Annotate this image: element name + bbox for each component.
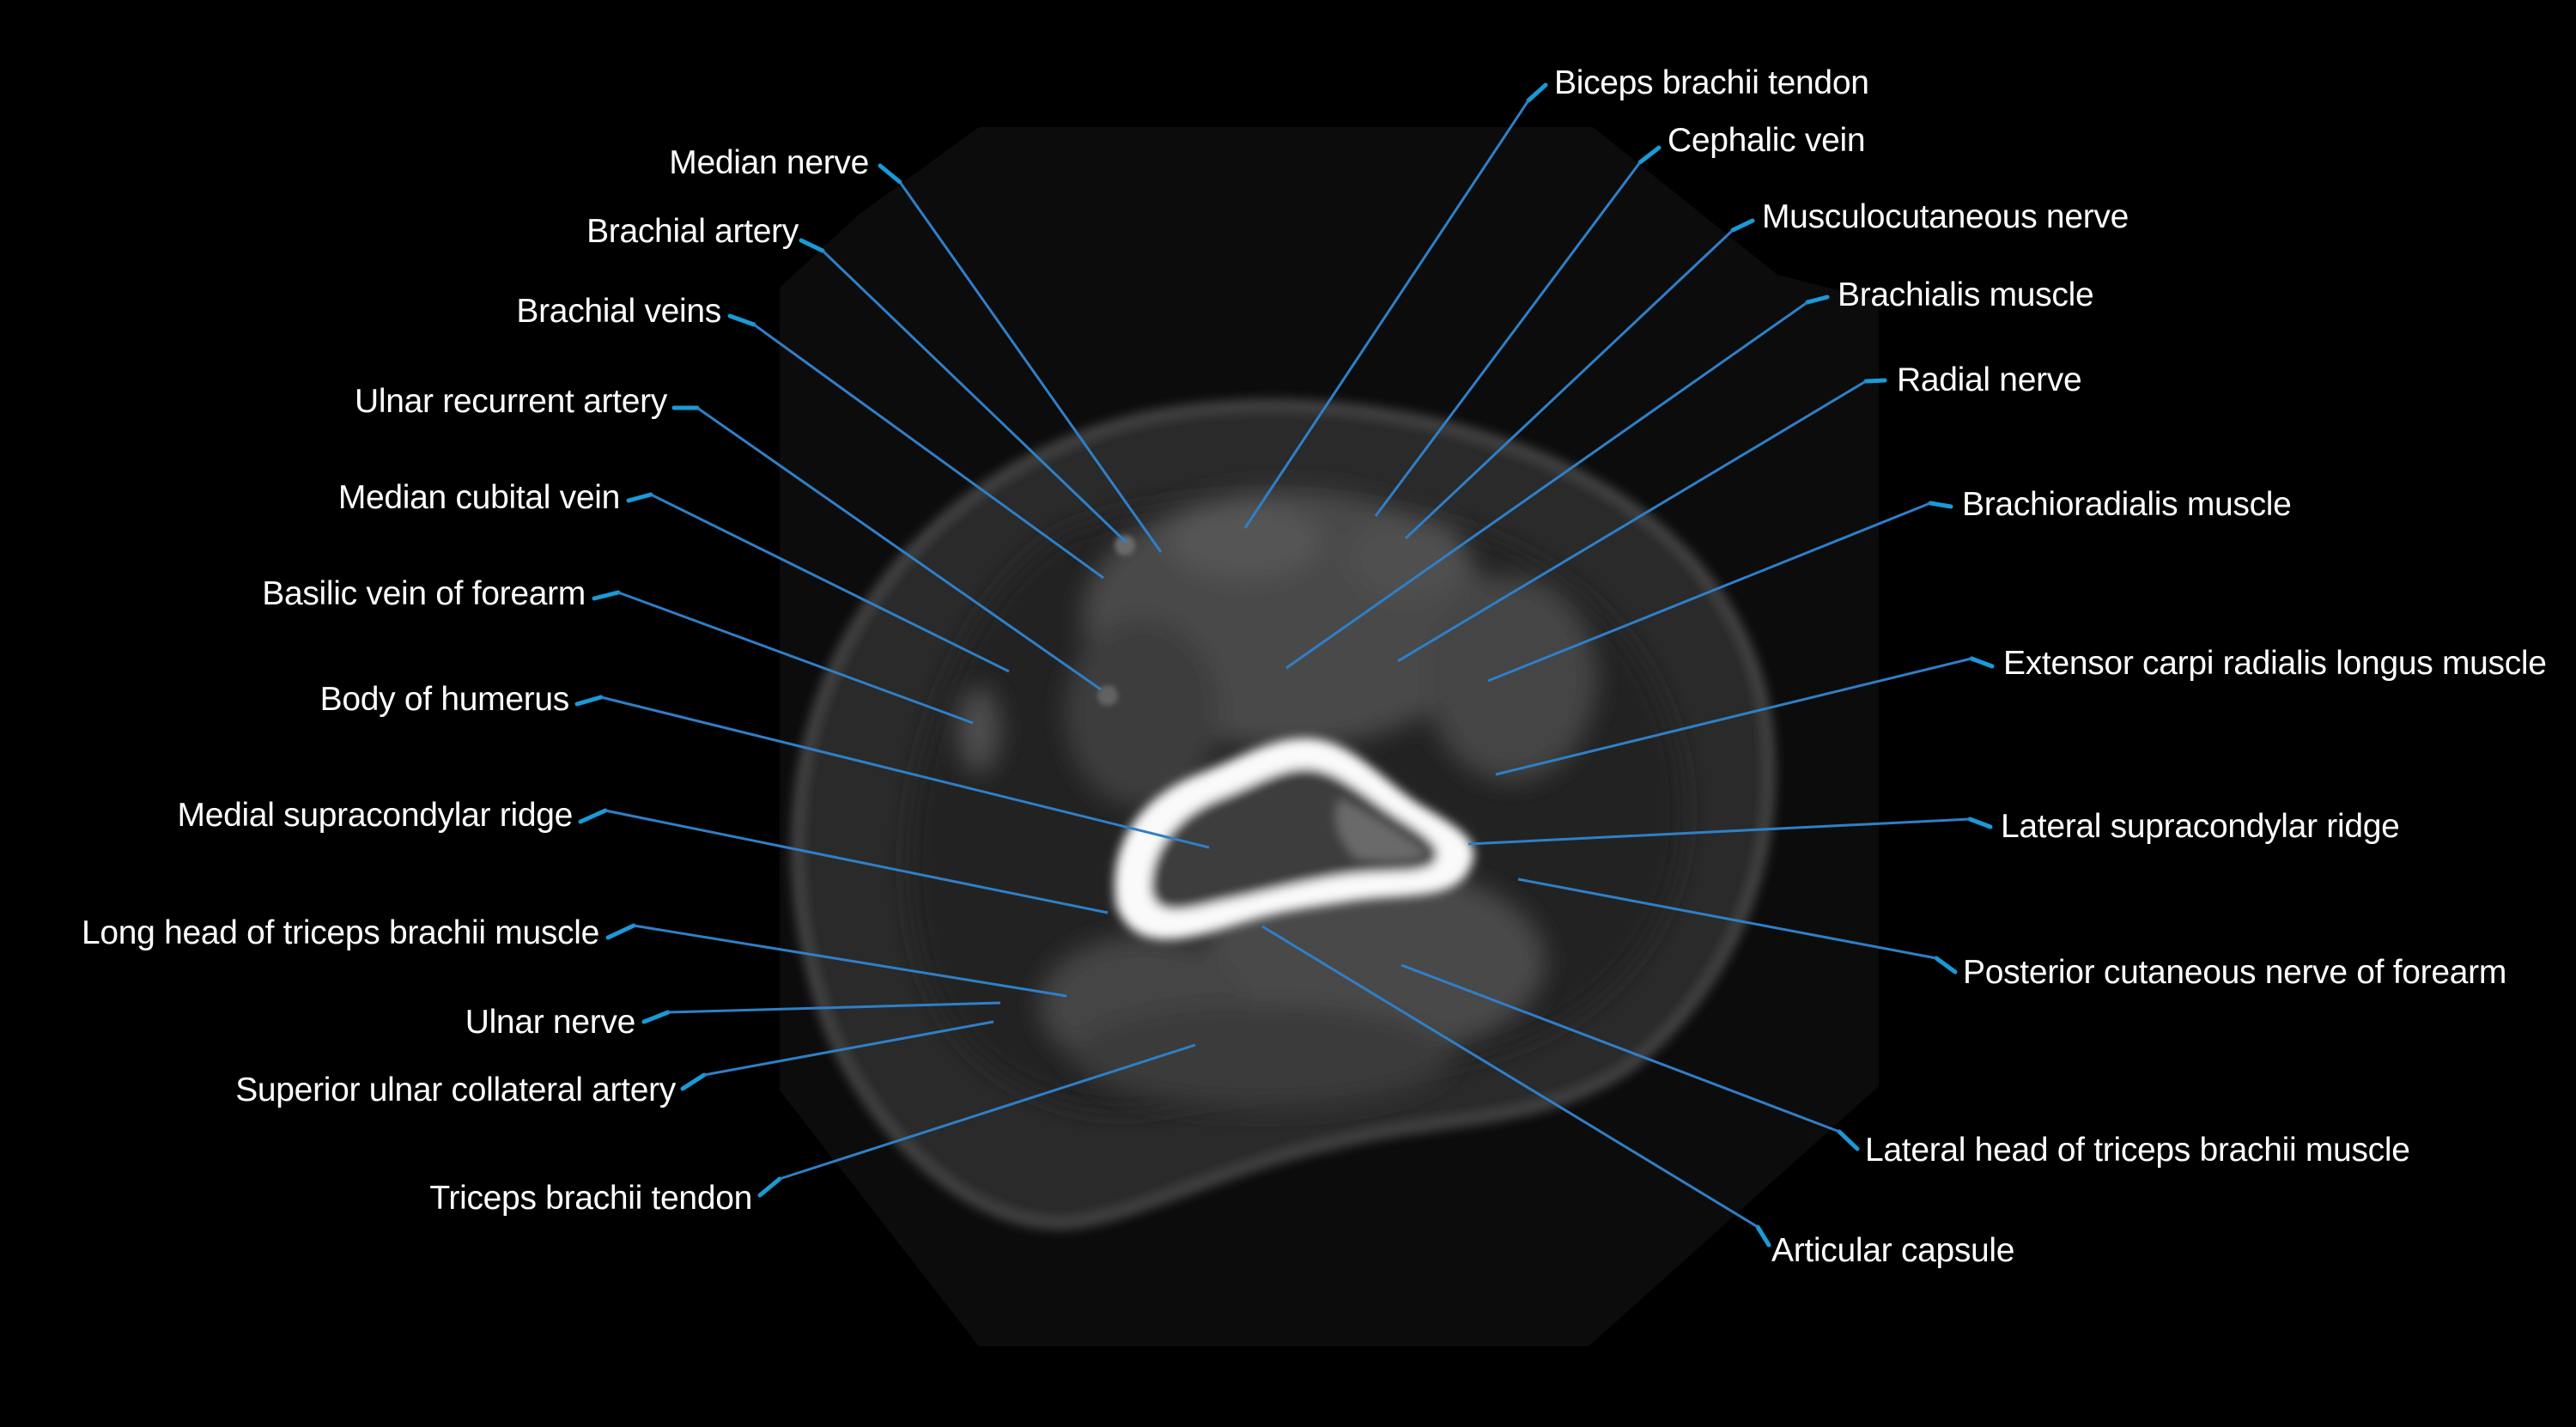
ulnar-recurrent-artery-leader-line xyxy=(696,406,1102,691)
label-cephalic-vein: Cephalic vein xyxy=(1668,122,1866,159)
body-of-humerus-leader-tick xyxy=(574,695,604,707)
medial-supracondylar-ridge-leader-tick xyxy=(578,808,608,824)
label-lateral-head-of-triceps-brachii-muscle: Lateral head of triceps brachii muscle xyxy=(1865,1132,2410,1169)
medial-supracondylar-ridge-leader-line xyxy=(605,809,1109,914)
cephalic-vein-leader-line xyxy=(1374,161,1642,517)
label-triceps-brachii-tendon: Triceps brachii tendon xyxy=(429,1180,752,1217)
brachial-veins-leader-line xyxy=(753,323,1104,580)
superior-ulnar-collateral-artery-leader-tick xyxy=(680,1072,707,1091)
label-brachial-artery: Brachial artery xyxy=(586,213,799,250)
label-brachialis-muscle: Brachialis muscle xyxy=(1838,276,2094,313)
label-lateral-supracondylar-ridge: Lateral supracondylar ridge xyxy=(2001,808,2400,845)
lateral-head-of-triceps-brachii-muscle-leader-tick xyxy=(1837,1129,1860,1151)
label-ulnar-recurrent-artery: Ulnar recurrent artery xyxy=(354,383,667,420)
label-brachial-veins: Brachial veins xyxy=(516,293,721,330)
label-median-cubital-vein: Median cubital vein xyxy=(337,479,620,516)
body-of-humerus-leader-line xyxy=(600,695,1210,849)
label-median-nerve: Median nerve xyxy=(669,144,869,181)
label-body-of-humerus: Body of humerus xyxy=(319,681,570,718)
articular-capsule-leader-tick xyxy=(1755,1224,1771,1248)
brachial-artery-leader-tick xyxy=(799,238,825,253)
median-cubital-vein-leader-line xyxy=(650,493,1010,673)
basilic-vein-of-forearm-leader-tick xyxy=(592,590,621,601)
biceps-brachii-tendon-leader-tick xyxy=(1526,82,1548,103)
basilic-vein-of-forearm-leader-line xyxy=(617,591,974,725)
triceps-brachii-tendon-leader-line xyxy=(779,1043,1196,1181)
brachialis-muscle-leader-tick xyxy=(1805,295,1830,305)
lateral-supracondylar-ridge-leader-line xyxy=(1467,817,1971,846)
brachial-artery-leader-line xyxy=(821,249,1128,544)
label-ulnar-nerve: Ulnar nerve xyxy=(465,1004,636,1041)
label-extensor-carpi-radialis-longus-muscle: Extensor carpi radialis longus muscle xyxy=(2003,645,2547,682)
musculocutaneous-nerve-leader-line xyxy=(1404,228,1735,540)
posterior-cutaneous-nerve-of-forearm-leader-tick xyxy=(1934,956,1958,975)
label-long-head-of-triceps-brachii-muscle: Long head of triceps brachii muscle xyxy=(81,914,599,951)
brachial-veins-leader-tick xyxy=(727,313,756,327)
long-head-of-triceps-brachii-muscle-leader-tick xyxy=(605,923,636,940)
ulnar-nerve-leader-line xyxy=(667,1001,1001,1014)
biceps-brachii-tendon-leader-line xyxy=(1243,100,1530,529)
extensor-carpi-radialis-longus-muscle-leader-line xyxy=(1495,657,1972,776)
articular-capsule-leader-line xyxy=(1261,925,1759,1229)
median-nerve-leader-tick xyxy=(878,163,902,185)
cephalic-vein-leader-tick xyxy=(1637,145,1662,165)
lateral-head-of-triceps-brachii-muscle-leader-line xyxy=(1400,963,1840,1133)
extensor-carpi-radialis-longus-muscle-leader-tick xyxy=(1969,656,1995,669)
posterior-cutaneous-nerve-of-forearm-leader-line xyxy=(1517,877,1937,960)
ulnar-nerve-leader-tick xyxy=(641,1010,671,1024)
label-articular-capsule: Articular capsule xyxy=(1771,1232,2015,1269)
median-nerve-leader-line xyxy=(898,181,1163,553)
median-cubital-vein-leader-tick xyxy=(626,492,653,503)
label-superior-ulnar-collateral-artery: Superior ulnar collateral artery xyxy=(235,1072,676,1108)
label-basilic-vein-of-forearm: Basilic vein of forearm xyxy=(262,575,586,612)
label-posterior-cutaneous-nerve-of-forearm: Posterior cutaneous nerve of forearm xyxy=(1963,954,2507,991)
musculocutaneous-nerve-leader-tick xyxy=(1730,218,1755,233)
brachioradialis-muscle-leader-line xyxy=(1487,501,1931,683)
radial-nerve-leader-tick xyxy=(1863,378,1887,384)
label-medial-supracondylar-ridge: Medial supracondylar ridge xyxy=(177,797,574,834)
long-head-of-triceps-brachii-muscle-leader-line xyxy=(633,924,1067,998)
label-musculocutaneous-nerve: Musculocutaneous nerve xyxy=(1762,198,2129,235)
label-brachioradialis-muscle: Brachioradialis muscle xyxy=(1962,486,2292,523)
leader-lines xyxy=(574,82,1995,1248)
triceps-brachii-tendon-leader-tick xyxy=(757,1176,782,1198)
label-radial-nerve: Radial nerve xyxy=(1897,361,2082,398)
brachioradialis-muscle-leader-tick xyxy=(1928,501,1953,509)
brachialis-muscle-leader-line xyxy=(1285,301,1808,670)
superior-ulnar-collateral-artery-leader-line xyxy=(703,1020,994,1077)
lateral-supracondylar-ridge-leader-tick xyxy=(1967,817,1993,829)
label-biceps-brachii-tendon: Biceps brachii tendon xyxy=(1554,64,1869,101)
radial-nerve-leader-line xyxy=(1397,380,1867,663)
